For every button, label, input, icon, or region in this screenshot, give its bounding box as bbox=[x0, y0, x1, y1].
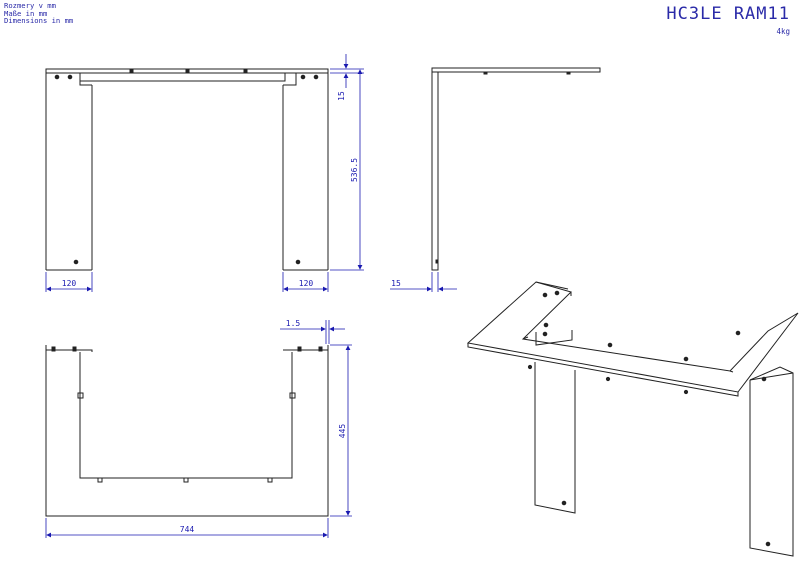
dim-front-top-thickness: 15 bbox=[337, 91, 346, 101]
front-top-inner bbox=[79, 73, 286, 82]
top-outer-frame bbox=[45, 345, 329, 517]
top-edge-lines bbox=[46, 349, 328, 352]
top-view bbox=[45, 345, 329, 517]
units-line-de: Maße in mm bbox=[4, 8, 48, 18]
isometric-view bbox=[466, 281, 799, 557]
top-inner-cutout bbox=[79, 352, 293, 479]
side-dimensions bbox=[390, 272, 457, 292]
dim-front-height: 536.5 bbox=[350, 158, 359, 182]
iso-right-leg bbox=[749, 366, 794, 557]
dim-front-left-width: 120 bbox=[62, 279, 77, 288]
front-right-leg bbox=[282, 73, 329, 271]
dim-side-flange: 15 bbox=[391, 279, 401, 288]
side-view bbox=[431, 67, 601, 271]
front-left-leg bbox=[45, 73, 93, 271]
front-top-plate bbox=[45, 68, 329, 74]
units-line-sk: Rozmery v mm bbox=[4, 1, 56, 10]
iso-left-leg bbox=[534, 362, 576, 514]
dim-front-right-width: 120 bbox=[299, 279, 314, 288]
iso-top-frame-outline bbox=[466, 281, 799, 393]
side-top-plate bbox=[431, 67, 601, 73]
dim-top-depth: 445 bbox=[338, 424, 347, 439]
units-note: Rozmery v mm Maße in mm Dimensions in mm bbox=[4, 2, 73, 25]
front-dimensions bbox=[45, 54, 364, 292]
iso-left-bracket bbox=[535, 330, 573, 346]
top-dimensions bbox=[45, 320, 352, 538]
dim-top-width: 744 bbox=[180, 525, 195, 534]
side-leg bbox=[431, 72, 439, 271]
part-number-title: HC3LE RAM11 bbox=[666, 4, 790, 24]
part-weight: 4kg bbox=[776, 27, 790, 36]
front-view bbox=[45, 68, 329, 271]
units-line-en: Dimensions in mm bbox=[4, 16, 74, 26]
iso-top-frame-front-edge bbox=[467, 343, 739, 397]
iso-inner-edges bbox=[522, 292, 734, 373]
dim-top-sheet-thickness: 1.5 bbox=[286, 319, 301, 328]
iso-back-edge bbox=[535, 281, 569, 290]
